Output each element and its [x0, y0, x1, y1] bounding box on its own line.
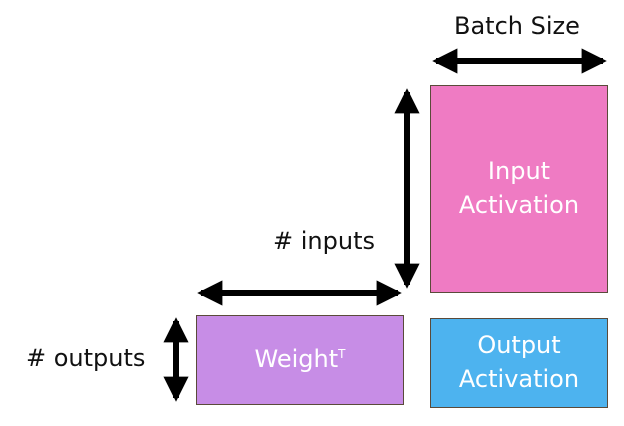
batch-size-label: Batch Size	[454, 12, 580, 40]
input-activation-box: Input Activation	[430, 85, 608, 293]
output-activation-line2: Activation	[458, 365, 580, 393]
output-activation-box: Output Activation	[430, 318, 608, 408]
weight-text: Weight	[254, 345, 339, 374]
weight-transpose-superscript: T	[338, 347, 346, 362]
input-activation-line1: Input	[487, 157, 551, 186]
outputs-label: # outputs	[26, 344, 146, 372]
weight-label: WeightT	[255, 343, 346, 377]
input-activation-line2: Activation	[458, 191, 580, 219]
weight-box: WeightT	[196, 315, 404, 405]
inputs-label: # inputs	[273, 227, 375, 255]
output-activation-line1: Output	[477, 331, 561, 360]
